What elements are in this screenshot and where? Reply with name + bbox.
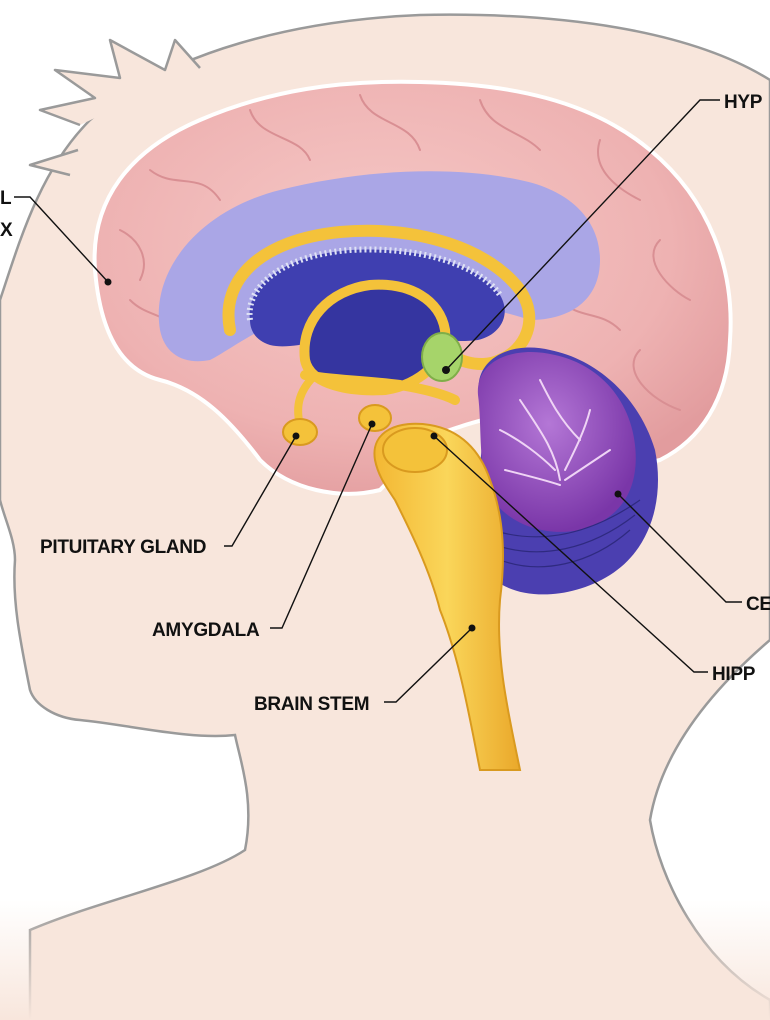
pons: [382, 427, 448, 473]
leader-brain-stem: [384, 627, 473, 703]
fornix: [300, 370, 460, 405]
label-hypothalamus: HYP: [724, 92, 763, 113]
amygdala: [358, 404, 392, 432]
label-amygdala: AMYGDALA: [152, 620, 260, 641]
leader-pituitary: [224, 435, 297, 547]
cerebellum: [473, 347, 658, 595]
leader-amygdala: [270, 423, 373, 629]
hypothalamus: [421, 332, 463, 382]
leader-lines: [14, 99, 742, 703]
label-pituitary-gland: PITUITARY GLAND: [40, 537, 206, 558]
thalamus: [299, 279, 451, 396]
label-brain-stem: BRAIN STEM: [254, 694, 369, 715]
label-cortex-top: L: [0, 188, 12, 209]
brain-stem: [373, 422, 522, 771]
leader-cerebellum: [617, 493, 742, 603]
leader-hippocampus: [433, 435, 708, 673]
leader-cortex: [14, 196, 109, 283]
leader-hypothalamus: [445, 99, 720, 371]
label-hippocampus: HIPP: [712, 664, 756, 685]
hair-tuft-lower: [28, 148, 79, 177]
label-cerebellum: CE: [746, 594, 770, 615]
pituitary-gland: [282, 418, 318, 446]
label-cortex-bottom: X: [0, 220, 13, 241]
ventricle-rim: [246, 246, 503, 321]
hair-tuft: [38, 38, 201, 127]
